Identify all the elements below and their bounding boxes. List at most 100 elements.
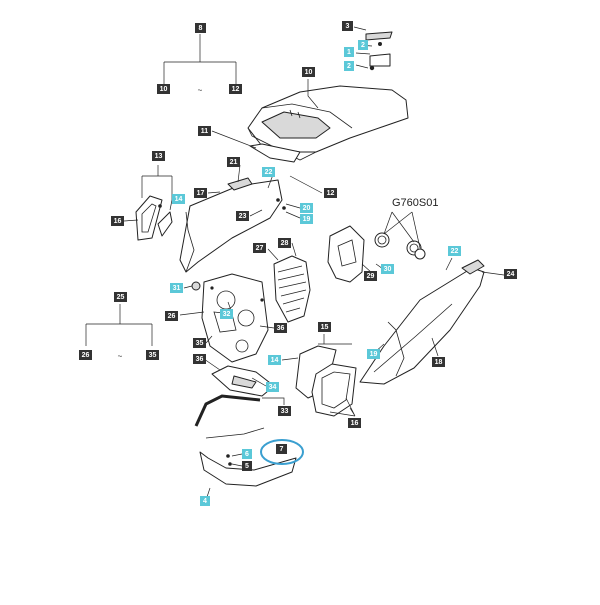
label-22-left: 22: [262, 167, 275, 177]
label-27: 27: [253, 243, 266, 253]
svg-text:11: 11: [201, 128, 209, 135]
svg-text:33: 33: [281, 408, 289, 415]
svg-text:27: 27: [256, 245, 264, 252]
svg-text:35: 35: [196, 340, 204, 347]
svg-text:21: 21: [230, 159, 238, 166]
label-24: 24: [504, 269, 517, 279]
label-8: 8: [195, 23, 206, 33]
svg-text:32: 32: [223, 311, 231, 318]
svg-text:8: 8: [199, 25, 203, 32]
label-30: 30: [381, 264, 394, 274]
label-4: 4: [200, 496, 210, 506]
right-lamp-box-part: [295, 345, 357, 417]
label-14-left: 14: [172, 194, 185, 204]
label-17: 17: [194, 188, 207, 198]
label-22-right: 22: [448, 246, 461, 256]
svg-text:3: 3: [346, 23, 350, 30]
label-3: 3: [342, 21, 353, 31]
svg-text:14: 14: [271, 357, 279, 364]
label-23: 23: [236, 211, 249, 221]
label-14-right: 14: [268, 355, 281, 365]
bottom-plate-part: [199, 451, 297, 487]
svg-text:7: 7: [280, 446, 284, 453]
label-13: 13: [152, 151, 165, 161]
svg-text:22: 22: [451, 248, 459, 255]
highlight-circle: [260, 439, 304, 465]
label-2-upper: 2: [358, 40, 368, 50]
label-12-top: 12: [324, 188, 337, 198]
label-28: 28: [278, 238, 291, 248]
svg-text:25: 25: [117, 294, 125, 301]
svg-text:19: 19: [303, 216, 311, 223]
label-36-dash: 36: [274, 323, 287, 333]
svg-text:16: 16: [114, 218, 122, 225]
range-mark-8: ~: [198, 86, 203, 95]
svg-text:35: 35: [149, 352, 157, 359]
label-21: 21: [227, 157, 240, 167]
label-7: 7: [276, 444, 287, 454]
svg-text:6: 6: [245, 451, 249, 458]
svg-text:12: 12: [232, 86, 240, 93]
svg-text:13: 13: [155, 153, 163, 160]
label-29: 29: [364, 271, 377, 281]
svg-text:29: 29: [367, 273, 375, 280]
svg-text:30: 30: [384, 266, 392, 273]
label-12-range: 12: [229, 84, 242, 94]
label-33: 33: [278, 406, 291, 416]
label-25: 25: [114, 292, 127, 302]
label-35-dash: 35: [193, 338, 206, 348]
svg-text:36: 36: [196, 356, 204, 363]
svg-text:1: 1: [347, 49, 351, 56]
right-side-panel-part: [359, 259, 485, 385]
label-26-main: 26: [165, 311, 178, 321]
front-dash-panel-part: [201, 273, 269, 363]
seal-strip-part: [194, 394, 265, 439]
svg-text:22: 22: [265, 169, 273, 176]
svg-text:12: 12: [327, 190, 335, 197]
svg-text:2: 2: [361, 42, 365, 49]
svg-text:2: 2: [347, 63, 351, 70]
range-mark-25: ~: [118, 352, 123, 361]
label-32: 32: [220, 309, 233, 319]
svg-text:14: 14: [175, 196, 183, 203]
label-10-top: 10: [302, 67, 315, 77]
label-5: 5: [242, 461, 252, 471]
label-26-range: 26: [79, 350, 92, 360]
knob-part: [191, 281, 201, 291]
label-35-range: 35: [146, 350, 159, 360]
label-16-left: 16: [111, 216, 124, 226]
svg-text:5: 5: [245, 463, 249, 470]
lamp-bracket-part: [327, 225, 365, 283]
bottom-cover-part: [211, 365, 275, 397]
label-18: 18: [432, 357, 445, 367]
label-16-right: 16: [348, 418, 361, 428]
label-20: 20: [300, 203, 313, 213]
svg-text:34: 34: [269, 384, 277, 391]
svg-text:18: 18: [435, 359, 443, 366]
svg-text:36: 36: [277, 325, 285, 332]
svg-text:19: 19: [370, 351, 378, 358]
label-6: 6: [242, 449, 252, 459]
svg-text:10: 10: [305, 69, 313, 76]
svg-text:26: 26: [168, 313, 176, 320]
label-2-lower: 2: [344, 61, 354, 71]
label-19-right: 19: [367, 349, 380, 359]
svg-text:28: 28: [281, 240, 289, 247]
diagram-code: G760S01: [392, 197, 438, 209]
label-11: 11: [198, 126, 211, 136]
svg-text:10: 10: [160, 86, 168, 93]
left-side-panel-part: [179, 177, 286, 273]
label-31: 31: [170, 283, 183, 293]
svg-text:17: 17: [197, 190, 205, 197]
svg-text:16: 16: [351, 420, 359, 427]
svg-text:20: 20: [303, 205, 311, 212]
svg-text:31: 31: [173, 285, 181, 292]
label-19-left: 19: [300, 214, 313, 224]
label-36-lower: 36: [193, 354, 206, 364]
grille-frame-part: [249, 143, 301, 163]
svg-text:15: 15: [321, 324, 329, 331]
svg-text:23: 23: [239, 213, 247, 220]
label-34: 34: [266, 382, 279, 392]
